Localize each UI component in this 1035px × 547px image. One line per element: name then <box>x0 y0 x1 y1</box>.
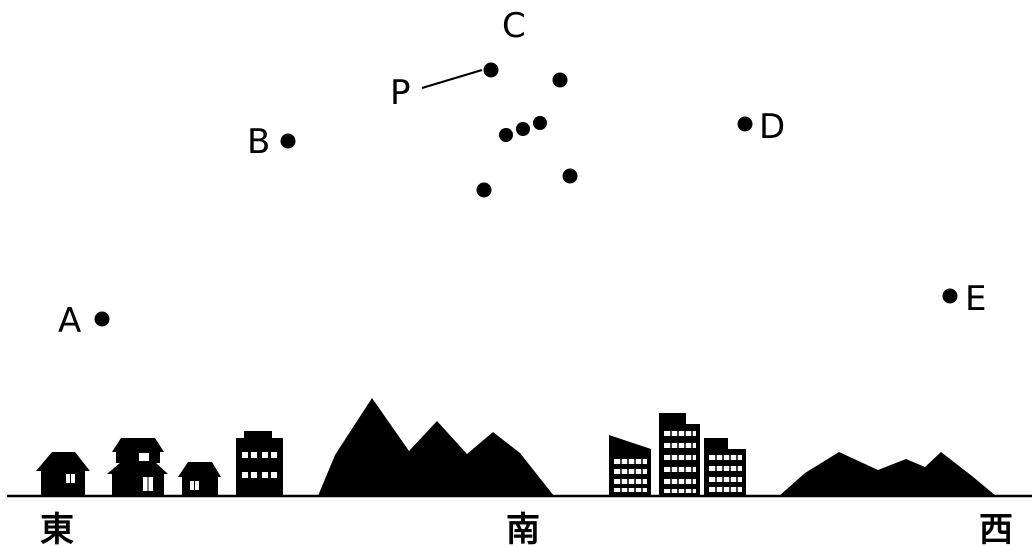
star-e <box>942 288 958 304</box>
direction-east: 東 <box>40 510 74 547</box>
house-2 <box>107 438 168 495</box>
building-tall <box>659 413 700 495</box>
star-d <box>737 116 753 132</box>
star-cluster-5 <box>562 168 578 184</box>
label-c: C <box>502 6 526 46</box>
house-3 <box>178 462 221 495</box>
building-medium <box>704 438 746 495</box>
p-leader-line <box>421 69 483 89</box>
star-cluster-4 <box>533 116 547 130</box>
direction-west: 西 <box>979 510 1013 547</box>
star-b <box>280 133 296 149</box>
star-p <box>483 62 499 78</box>
house-1 <box>36 452 90 495</box>
label-e: E <box>965 279 986 319</box>
star-cluster-6 <box>476 182 492 198</box>
star-cluster-3 <box>516 122 530 136</box>
apartment-east <box>236 431 283 495</box>
label-d: D <box>759 107 785 147</box>
stars <box>94 62 958 327</box>
houses-east <box>36 431 283 495</box>
hills-west <box>779 452 996 496</box>
star-cluster-2 <box>499 128 513 142</box>
building-slanted <box>609 435 651 495</box>
buildings-southwest <box>609 413 746 495</box>
star-a <box>94 311 110 327</box>
mountains-south <box>318 398 554 496</box>
label-a: A <box>58 301 81 341</box>
star-cluster-1 <box>552 72 568 88</box>
label-b: B <box>247 122 270 162</box>
direction-south: 南 <box>506 510 540 547</box>
label-p: P <box>390 73 411 113</box>
